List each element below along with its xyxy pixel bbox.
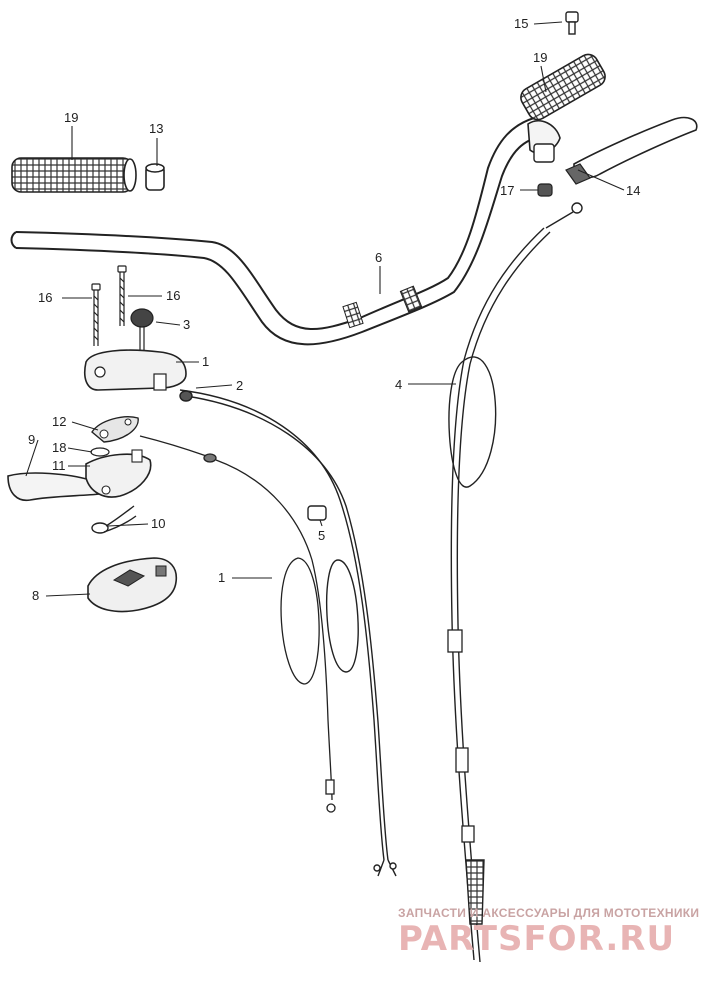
callout-15: 15	[514, 16, 528, 31]
cable-clip[interactable]	[307, 505, 327, 521]
lever-holder-upper[interactable]	[83, 349, 187, 391]
callout-16-right: 16	[166, 288, 180, 303]
callout-14: 14	[626, 183, 640, 198]
washer-18[interactable]	[90, 447, 110, 457]
callout-9: 9	[28, 432, 35, 447]
watermark: ЗАПЧАСТИ И АКСЕССУАРЫ ДЛЯ МОТОТЕХНИКИ PA…	[398, 906, 699, 959]
callout-2: 2	[236, 378, 243, 393]
watermark-tagline: ЗАПЧАСТИ И АКСЕССУАРЫ ДЛЯ МОТОТЕХНИКИ	[398, 906, 699, 920]
screw-16-right[interactable]	[117, 265, 127, 326]
callout-10: 10	[151, 516, 165, 531]
collar[interactable]	[145, 163, 165, 191]
callout-5: 5	[318, 528, 325, 543]
watermark-brand: PARTSFOR.RU	[398, 919, 675, 959]
callout-8: 8	[32, 588, 39, 603]
callout-19-left: 19	[64, 110, 78, 125]
callout-1-top: 1	[202, 354, 209, 369]
callout-1-bottom: 1	[218, 570, 225, 585]
callout-16-left: 16	[38, 290, 52, 305]
nut-17[interactable]	[537, 183, 553, 197]
left-grip[interactable]	[11, 157, 137, 193]
callout-13: 13	[149, 121, 163, 136]
callout-4: 4	[395, 377, 402, 392]
leader-lines	[25, 21, 625, 597]
switch-housing[interactable]	[87, 557, 178, 613]
brake-lever[interactable]	[565, 116, 698, 185]
callout-19-right: 19	[533, 50, 547, 65]
callout-6: 6	[375, 250, 382, 265]
spring-10[interactable]	[91, 505, 137, 534]
right-grip[interactable]	[517, 51, 608, 163]
clutch-cable[interactable]	[179, 389, 397, 877]
callout-11: 11	[52, 458, 66, 473]
callout-12: 12	[52, 414, 66, 429]
bolt-15[interactable]	[565, 11, 579, 35]
adjuster-knob[interactable]	[130, 308, 154, 352]
screw-16-left[interactable]	[91, 283, 101, 346]
plate-12[interactable]	[91, 416, 139, 443]
callout-17: 17	[500, 183, 514, 198]
callout-18: 18	[52, 440, 66, 455]
callout-3: 3	[183, 317, 190, 332]
brake-cable[interactable]	[447, 202, 583, 963]
handlebar[interactable]	[10, 117, 543, 346]
callout-labels: 15 19 19 13 17 14 6 16 16 3 1 2 4 12 9 1…	[28, 16, 640, 603]
switch-wire[interactable]	[139, 435, 336, 813]
clutch-lever[interactable]	[7, 449, 152, 502]
